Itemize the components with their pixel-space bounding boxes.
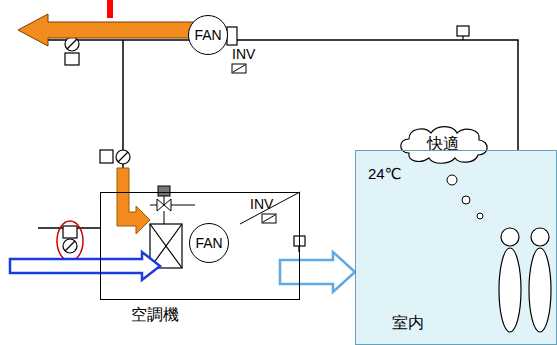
sensor — [457, 26, 469, 40]
fan-label: FAN — [195, 235, 222, 251]
inverter-symbol — [232, 64, 246, 73]
motor — [227, 27, 237, 45]
comfort-cloud: 快適 — [395, 123, 491, 165]
comfort-text: 快適 — [427, 134, 459, 155]
exhaust-arrow — [18, 14, 196, 46]
signal-line — [240, 192, 300, 224]
inv-label: INV — [250, 196, 273, 212]
unit-name: 空調機 — [131, 305, 179, 326]
room-fill — [355, 150, 557, 345]
room: 24℃ 室内 — [355, 150, 557, 345]
damper — [65, 37, 79, 65]
damper — [100, 150, 130, 164]
room-name: 室内 — [392, 313, 424, 334]
supply-air-arrow — [280, 252, 355, 292]
damper — [63, 226, 77, 253]
bubble — [447, 175, 457, 185]
supply-fan: FAN — [189, 223, 229, 263]
bubble — [477, 213, 483, 219]
highlight-circle — [57, 221, 83, 261]
bubble — [462, 196, 470, 204]
fan-label: FAN — [194, 27, 221, 43]
inv-label: INV — [232, 46, 255, 62]
inverter-symbol — [262, 214, 276, 223]
outdoor-air-arrow — [10, 252, 160, 280]
temperature: 24℃ — [368, 165, 402, 183]
exhaust-duct — [38, 39, 190, 41]
exhaust-fan: FAN — [188, 15, 228, 55]
person — [499, 228, 551, 332]
red-line — [107, 0, 113, 18]
return-arrow — [117, 168, 150, 234]
